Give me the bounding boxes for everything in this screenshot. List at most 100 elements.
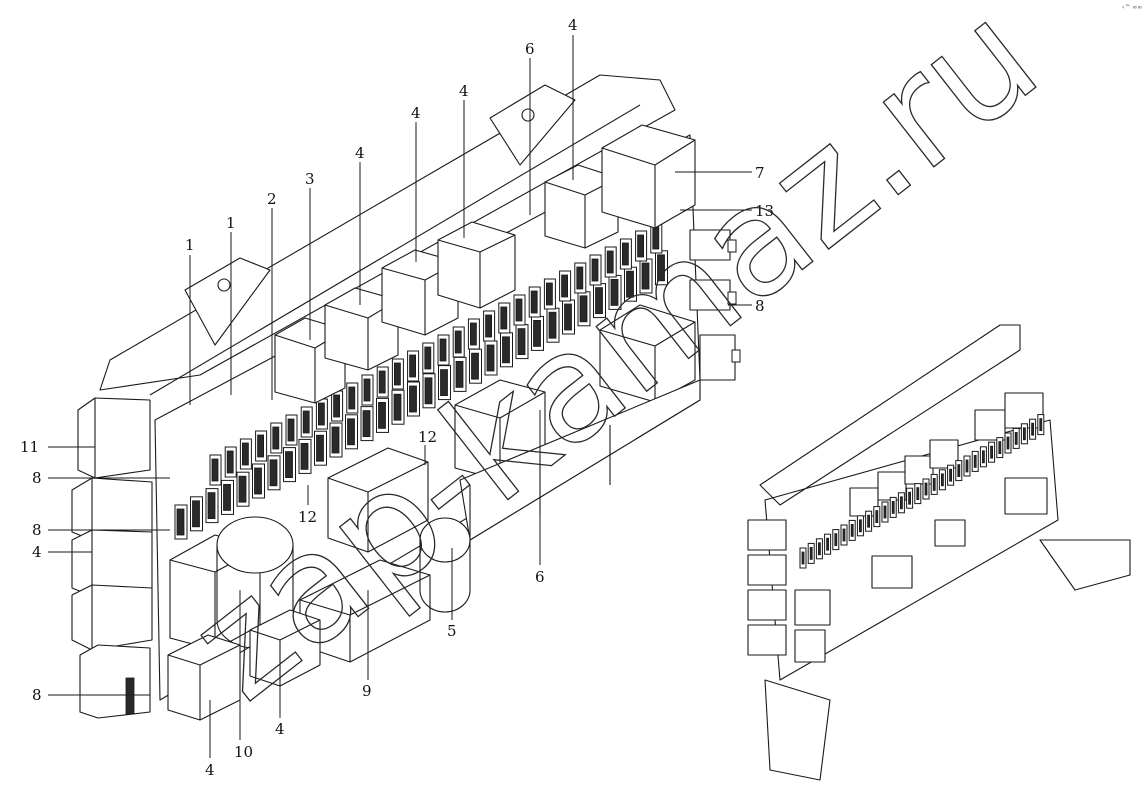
fuse-body	[517, 328, 526, 356]
left-relay-column	[71, 397, 153, 719]
inset-rail	[759, 324, 1021, 506]
fuse-body	[302, 410, 310, 434]
fuse-body	[826, 537, 829, 551]
fuse-body	[347, 418, 355, 446]
callout-label: 3	[305, 170, 315, 188]
fuse-body	[1023, 427, 1026, 441]
fuse-body	[579, 295, 588, 323]
callout-label: 4	[411, 104, 421, 122]
fuse-body	[965, 459, 969, 473]
fuse-body	[424, 346, 432, 370]
fuse-body	[285, 451, 293, 479]
fuse-body	[982, 450, 985, 464]
callout-label: 13	[755, 202, 774, 220]
inset-relay-4	[747, 624, 787, 656]
fuse-body	[287, 418, 295, 442]
fuse-body	[932, 477, 936, 491]
inset-relay-6	[849, 487, 879, 517]
fuse-body	[1031, 422, 1034, 436]
fuse-body	[485, 314, 493, 338]
callout-label: 4	[205, 761, 215, 779]
fuse-body	[990, 445, 993, 459]
inset-assembly	[747, 324, 1131, 781]
fuse-body	[363, 378, 371, 402]
fuse-body	[471, 352, 479, 380]
fuse-body	[469, 322, 477, 346]
inset-relay-14	[934, 519, 966, 547]
fuse-body	[548, 311, 557, 339]
inset-relay-10	[974, 409, 1006, 441]
fuse-body	[546, 282, 553, 306]
callout-label: 11	[20, 438, 39, 456]
fuse-body	[454, 330, 462, 354]
callout-label: 4	[568, 16, 578, 34]
fuse-body	[941, 473, 944, 487]
connector-8-bottom	[79, 644, 151, 719]
inset-relay-1	[747, 519, 787, 551]
inset-relay-3	[747, 589, 787, 621]
fuse-body	[257, 434, 265, 458]
right-mounting-bracket	[489, 84, 576, 166]
fuse-body	[176, 508, 185, 536]
fuse-body	[883, 505, 887, 519]
callout-label: 9	[362, 682, 372, 700]
callout-label: 4	[32, 543, 42, 561]
fuse-body	[801, 551, 805, 565]
fuse-body	[908, 491, 911, 505]
fuse-body	[331, 426, 340, 454]
inset-bracket-bottom	[764, 679, 831, 781]
fuse-body	[875, 510, 879, 524]
inset-relay-11	[1004, 392, 1044, 429]
fuse-body	[834, 533, 838, 546]
fuse-body	[333, 394, 341, 418]
fuse-body	[241, 442, 249, 466]
fuse-body	[809, 547, 813, 560]
connector-latch	[125, 677, 135, 715]
callout-label: 4	[275, 720, 285, 738]
fuse-body	[223, 483, 231, 511]
inset-relay-5	[794, 629, 826, 663]
connector-8-r2	[689, 279, 731, 311]
fuse-body	[842, 528, 846, 542]
fuse-body	[641, 262, 650, 290]
fuse-body	[254, 467, 262, 495]
fuse-body	[626, 270, 634, 298]
callout-label: 4	[459, 82, 469, 100]
relay-right-mid	[599, 304, 696, 403]
fuse-body	[269, 459, 278, 487]
callout-label: 4	[355, 144, 365, 162]
fuse-body	[924, 482, 928, 496]
fuse-body	[850, 524, 854, 537]
callout-label: 10	[234, 743, 253, 761]
inset-cylinder	[794, 589, 831, 626]
fuse-body	[891, 500, 895, 514]
fuse-body	[455, 360, 464, 388]
fuse-body	[973, 454, 977, 468]
fuse-body	[316, 434, 324, 462]
callout-label: 2	[267, 190, 277, 208]
relay-4-a	[324, 287, 399, 371]
fuse-body	[949, 468, 952, 482]
callout-label: 6	[525, 40, 535, 58]
callout-label: 12	[298, 508, 317, 526]
callout-label: 8	[32, 686, 42, 704]
fuse-body	[637, 234, 644, 258]
fuse-body	[272, 426, 280, 450]
corner-mark: ‹™ ∞∞∞	[1122, 4, 1143, 11]
bracket-bolt-left	[217, 278, 231, 292]
fuse-body	[606, 250, 614, 274]
fuse-body	[867, 514, 870, 528]
fuse-body	[595, 287, 603, 315]
relay-bank-5	[459, 379, 701, 541]
fuse-body	[622, 242, 629, 266]
fuse-body	[859, 519, 862, 533]
fuse-body	[957, 464, 961, 478]
relay-4-top	[544, 164, 619, 249]
fuse-body	[378, 370, 386, 394]
fuse-body	[533, 319, 541, 347]
callout-label: 1	[185, 236, 195, 254]
fuse-body	[657, 254, 665, 282]
callout-labels: 1 1 2 3 4 4 4 5 6 4 7 13 8 11 8 8 4 12 1…	[20, 16, 774, 779]
